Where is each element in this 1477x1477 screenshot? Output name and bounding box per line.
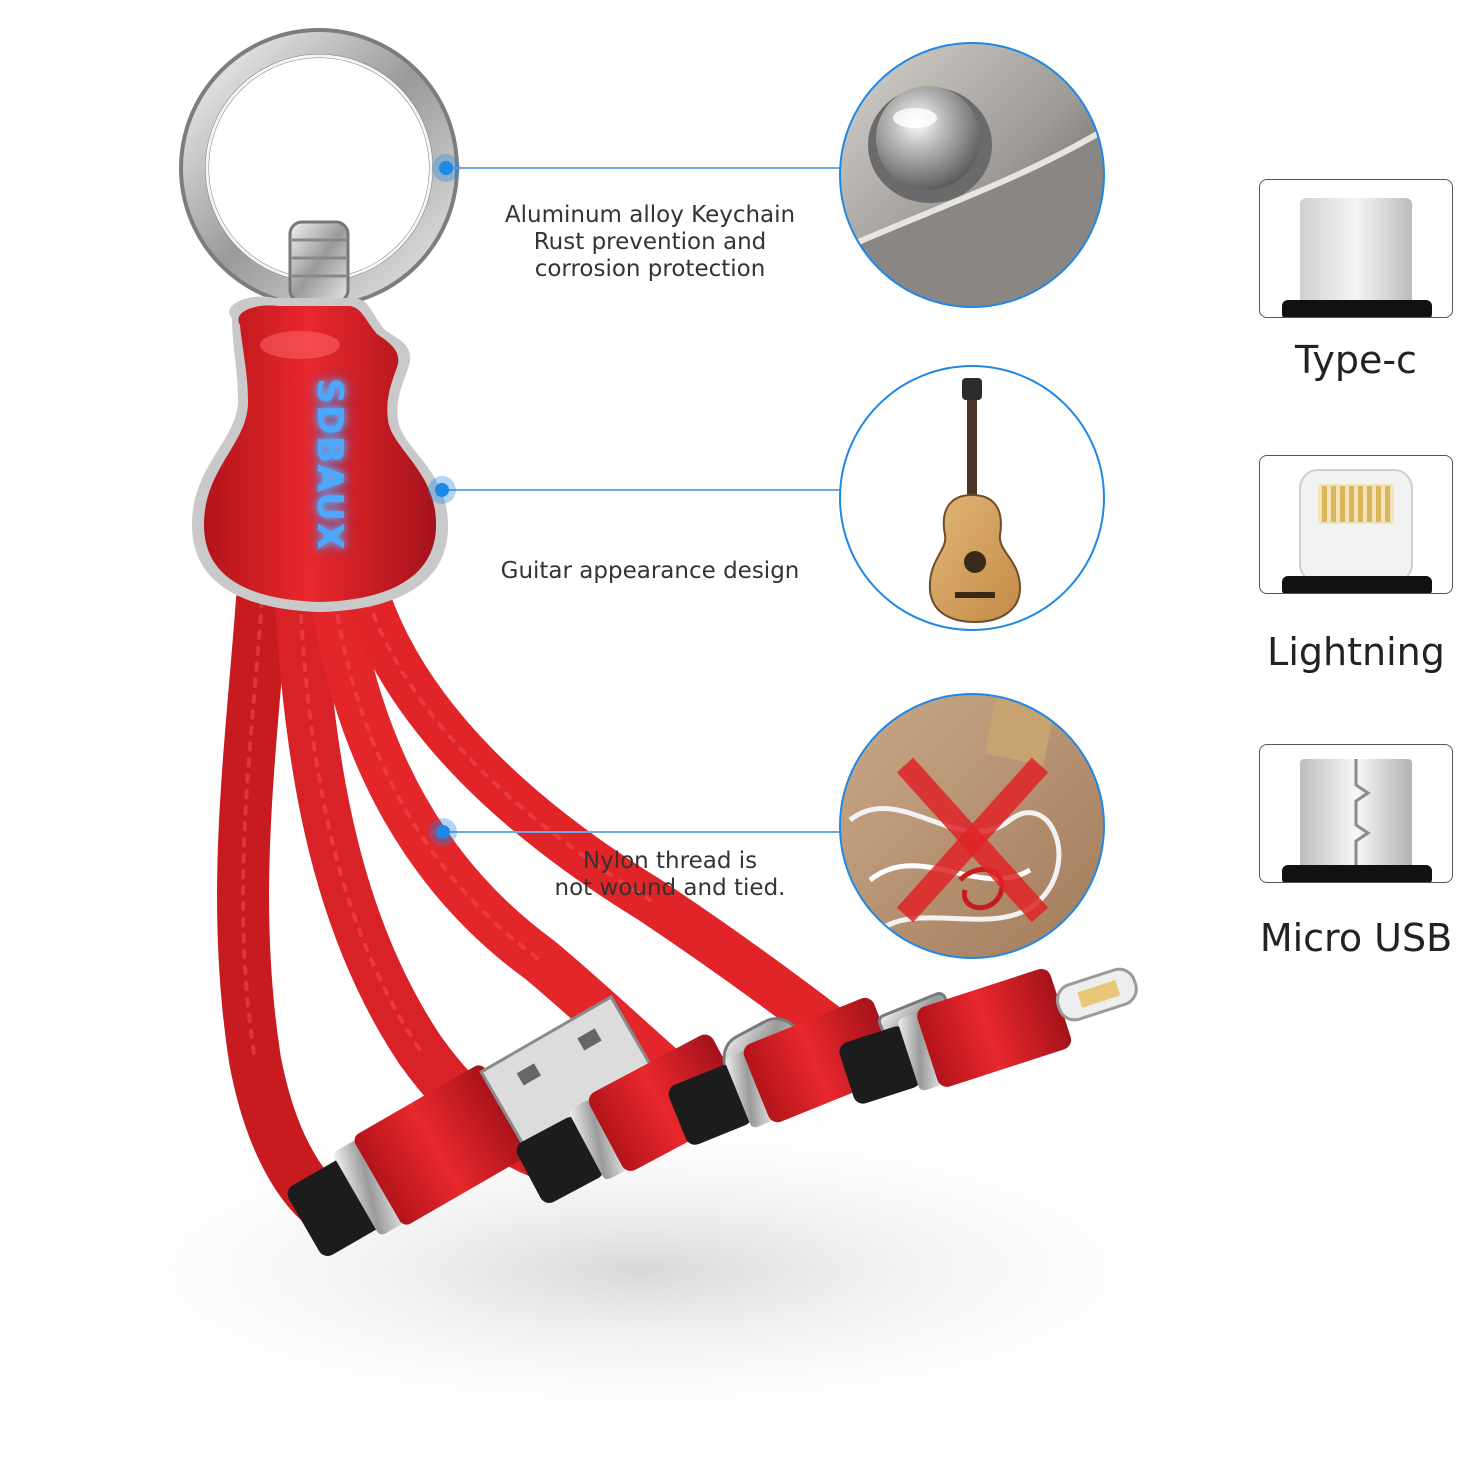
- micro-usb-port-box: [1259, 744, 1453, 883]
- callout-nylon-text: Nylon thread is not wound and tied.: [490, 848, 850, 902]
- guitar-body: [192, 296, 449, 612]
- callout-line: not wound and tied.: [554, 875, 786, 901]
- callout-line: Guitar appearance design: [500, 558, 800, 584]
- key-ring: [179, 28, 459, 308]
- callout-lines: [442, 167, 840, 833]
- micro-usb-port-icon: [1282, 759, 1432, 882]
- type-c-port-box: [1259, 179, 1453, 318]
- callout-line: Aluminum alloy Keychain: [504, 202, 796, 228]
- lightning-port-icon: [1282, 469, 1432, 593]
- lightning-connector: [839, 967, 1138, 1104]
- callout-dot-3: [429, 818, 457, 846]
- type-c-label: Type-c: [1295, 338, 1417, 382]
- micro-usb-label: Micro USB: [1259, 916, 1453, 960]
- type-c-port-icon: [1282, 198, 1432, 317]
- lightning-port-box: [1259, 455, 1453, 594]
- brand-logo-text: SDBAUX: [309, 378, 350, 551]
- callout-line: Rust prevention and: [533, 229, 767, 255]
- callout-guitar-text: Guitar appearance design: [470, 558, 830, 585]
- tangled-cable-icon: [839, 693, 1105, 959]
- usb-a-connector: [287, 994, 658, 1256]
- guitar-icon: [839, 365, 1105, 631]
- callout-dot-2: [428, 476, 456, 504]
- metal-button-icon: [839, 42, 1105, 308]
- callout-keychain-text: Aluminum alloy Keychain Rust prevention …: [470, 202, 830, 283]
- lightning-label: Lightning: [1267, 630, 1445, 674]
- callout-dot-1: [432, 154, 460, 182]
- callout-line: Nylon thread is: [582, 848, 758, 874]
- callout-line: corrosion protection: [534, 256, 766, 282]
